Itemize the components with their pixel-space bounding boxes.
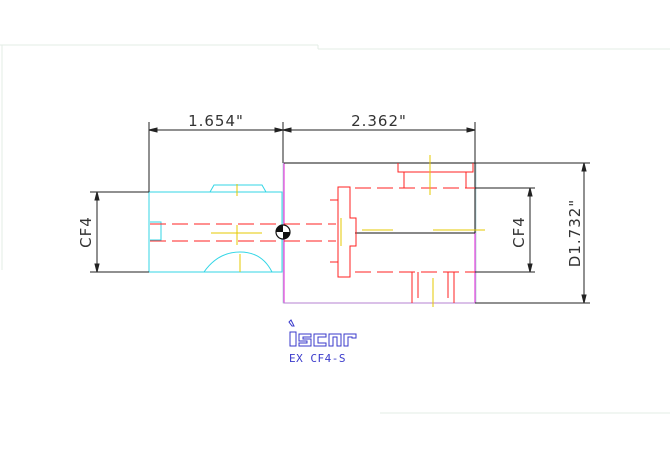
- body-inner-lines: [284, 162, 476, 234]
- body-hidden-features: [330, 163, 474, 303]
- part-code: EX CF4-S: [289, 352, 346, 365]
- center-lines: [211, 155, 485, 307]
- dim-body-bore: CF4: [510, 216, 528, 248]
- dimension-lines: [90, 122, 590, 304]
- dim-body-diameter: D1.732": [566, 199, 584, 267]
- iscar-logo: [288, 319, 357, 347]
- dim-shank-length: 1.654": [188, 112, 244, 130]
- pivot-marker: [275, 224, 291, 240]
- shank-outline: [148, 184, 283, 273]
- sheet-frame: [0, 44, 670, 414]
- dim-shank-thread: CF4: [77, 216, 95, 248]
- dim-body-length: 2.362": [351, 112, 407, 130]
- hidden-lines: [150, 187, 475, 273]
